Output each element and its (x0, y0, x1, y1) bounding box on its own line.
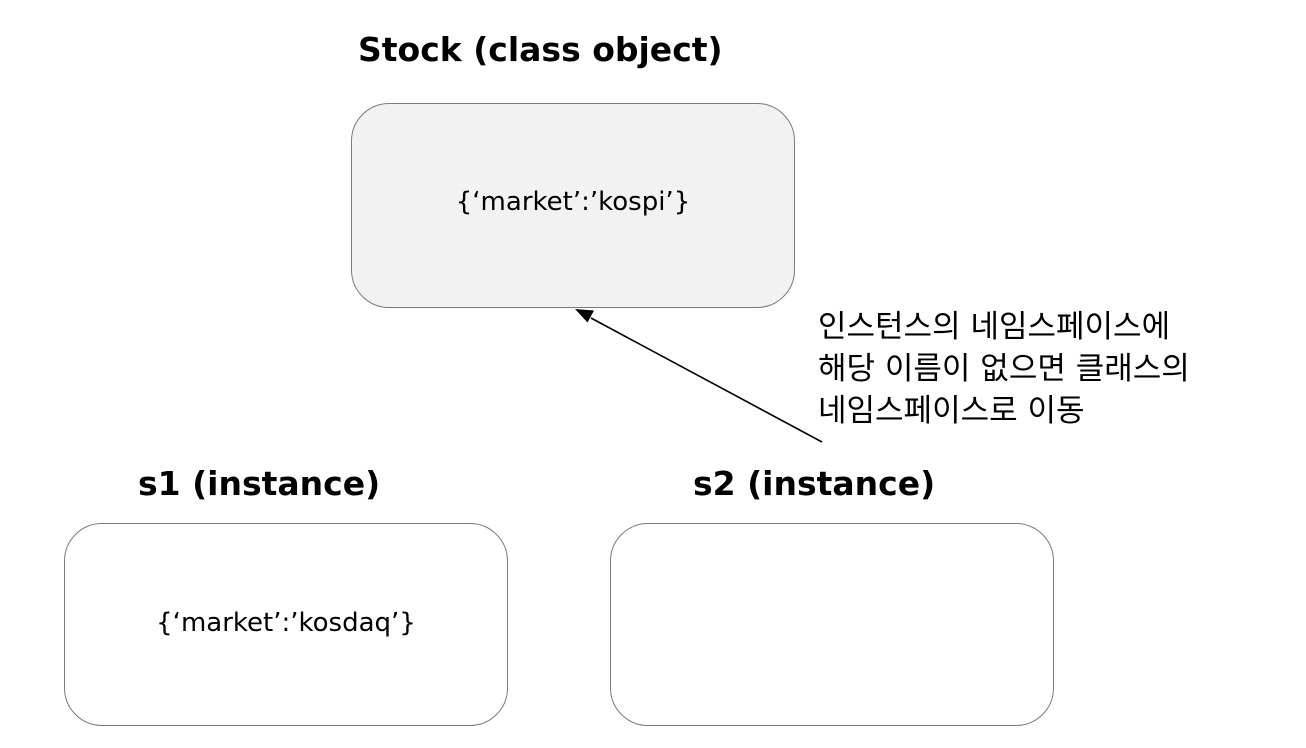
instance-s1-title: s1 (instance) (138, 464, 381, 503)
instance-s2-title: s2 (instance) (693, 464, 936, 503)
annotation-line: 네임스페이스로 이동 (818, 393, 1085, 429)
lookup-annotation: 인스턴스의 네임스페이스에 해당 이름이 없으면 클래스의 네임스페이스로 이동 (818, 306, 1190, 432)
class-object-namespace-box: {‘market’:’kospi’} (351, 103, 795, 308)
instance-s2-namespace-box (610, 523, 1054, 726)
lookup-arrow-line (590, 317, 823, 443)
instance-s1-namespace-dict: {‘market’:’kosdaq’} (156, 607, 416, 638)
class-namespace-dict: {‘market’:’kospi’} (455, 186, 691, 217)
annotation-line: 인스턴스의 네임스페이스에 (818, 309, 1171, 345)
lookup-arrow-head (575, 309, 594, 323)
class-object-title: Stock (class object) (358, 30, 723, 69)
instance-s1-namespace-box: {‘market’:’kosdaq’} (64, 523, 508, 726)
annotation-line: 해당 이름이 없으면 클래스의 (818, 351, 1190, 387)
